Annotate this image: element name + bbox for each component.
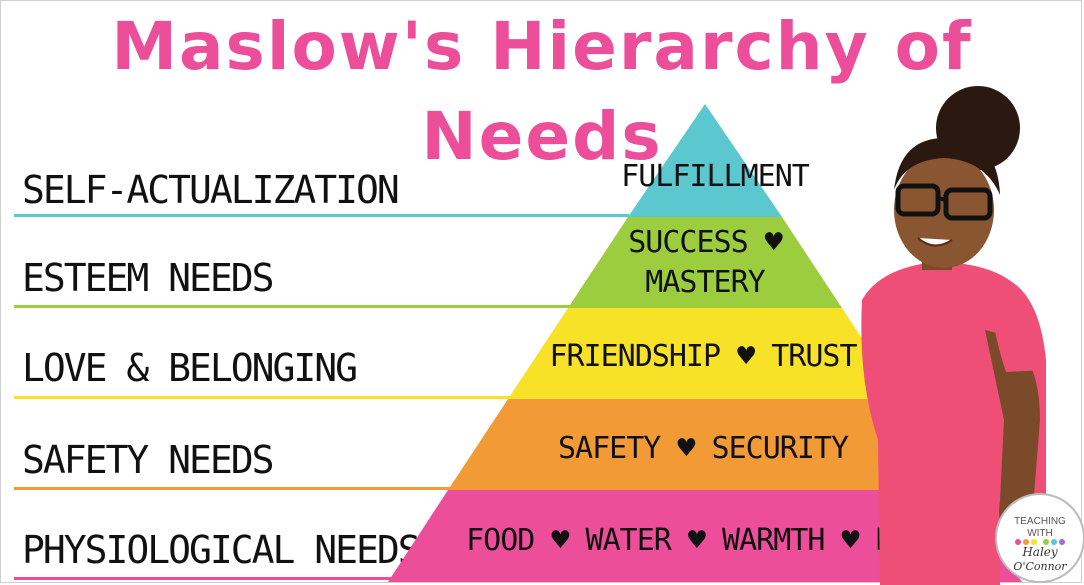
tier-text-success: SUCCESS ♥ [628, 225, 782, 260]
level-rule-esteem [14, 305, 574, 308]
tier-text-food-water-warmth-rest: FOOD ♥ WATER ♥ WARMTH ♥ REST [466, 523, 945, 558]
level-label-esteem: ESTEEM NEEDS [22, 256, 275, 300]
teaching-with-haley-oconnor-logo: TEACHING WITH Haley O'Connor [995, 493, 1084, 583]
pyramid-tier-physiological [388, 490, 1022, 582]
pyramid-tier-safety [448, 399, 962, 490]
page-title: Maslow's Hierarchy of Needs [111, 8, 973, 175]
level-rule-love-belonging [14, 396, 524, 399]
tier-text-fulfillment: FULFILLMENT [621, 159, 810, 194]
tier-text-friendship-trust: FRIENDSHIP ♥ TRUST [549, 339, 857, 374]
girl-photo [861, 86, 1046, 585]
level-rule-safety [14, 487, 464, 490]
logo-text-teaching: TEACHING [1014, 516, 1066, 527]
pyramid-tier-self-actualization [628, 104, 782, 217]
logo-text-oconnor: O'Connor [1013, 560, 1067, 573]
pyramid-tier-love-belonging [508, 308, 902, 399]
level-label-physiological: PHYSIOLOGICAL NEEDS [22, 528, 421, 572]
pyramid-tier-esteem [568, 217, 842, 308]
level-rule-physiological [14, 577, 394, 580]
tier-text-safety-security: SAFETY ♥ SECURITY [558, 431, 849, 466]
level-rule-self-actualization [14, 214, 629, 217]
logo-text-with: WITH [1027, 528, 1053, 539]
level-label-love-belonging: LOVE & BELONGING [22, 346, 358, 390]
level-label-self-actualization: SELF-ACTUALIZATION [22, 168, 400, 212]
level-label-safety: SAFETY NEEDS [22, 438, 275, 482]
logo-text-haley: Haley [1021, 545, 1058, 559]
tier-text-mastery: MASTERY [645, 265, 765, 300]
